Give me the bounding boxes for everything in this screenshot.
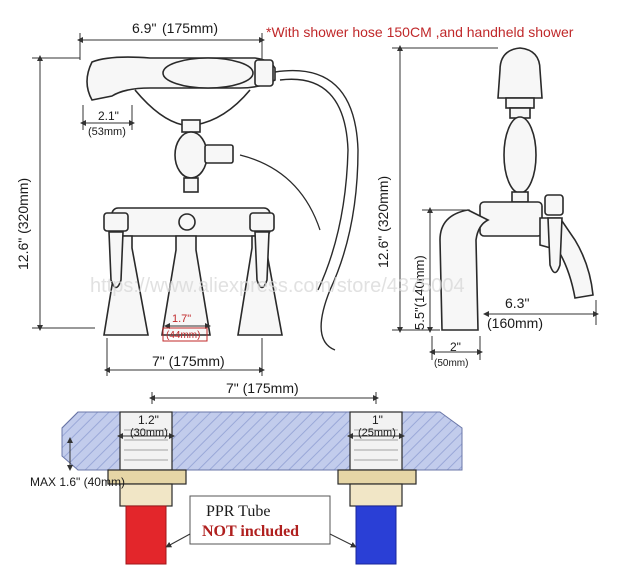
top-width-in: 6.9"	[132, 20, 156, 36]
front-spread-label: 7" (175mm)	[152, 353, 225, 369]
right-leg-in: 1"	[372, 413, 383, 427]
side-dimensions	[392, 45, 599, 360]
base-mm: (50mm)	[434, 358, 468, 369]
spout-height-label: 5.5"(140mm)	[412, 255, 427, 330]
install-section	[61, 411, 463, 565]
install-dimensions	[67, 392, 405, 471]
reach-mm: (160mm)	[487, 315, 543, 331]
left-leg-in: 1.2"	[138, 413, 159, 427]
side-height-label: 12.6" (320mm)	[375, 176, 391, 268]
left-leg-mm: (30mm)	[130, 427, 168, 439]
shower-hose	[274, 70, 359, 351]
reach-in: 6.3"	[505, 295, 529, 311]
side-view	[439, 47, 594, 331]
center-mm: (44mm)	[166, 330, 200, 341]
front-height-label: 12.6" (320mm)	[15, 178, 31, 270]
base-in: 2"	[450, 340, 461, 354]
handset-mm: (53mm)	[88, 126, 126, 138]
top-width-mm: (175mm)	[162, 20, 218, 36]
install-spread-label: 7" (175mm)	[226, 380, 299, 396]
tube-note: NOT included	[202, 523, 299, 540]
handset-in: 2.1"	[98, 109, 119, 123]
store-watermark: https://www.aliexpress.com/store/4375004	[90, 275, 465, 297]
front-view	[86, 56, 321, 336]
front-labels: 6.9" (175mm) 2.1" (53mm) 12.6" (320mm) 1…	[15, 20, 225, 369]
max-thickness-label: MAX 1.6" (40mm)	[30, 475, 125, 489]
center-in: 1.7"	[172, 313, 191, 325]
shower-hose-note: *With shower hose 150CM ,and handheld sh…	[266, 24, 574, 40]
right-leg-mm: (25mm)	[358, 427, 396, 439]
install-labels: 7" (175mm) 1.2" (30mm) 1" (25mm) MAX 1.6…	[30, 380, 396, 540]
tube-title: PPR Tube	[206, 503, 271, 520]
side-labels: 12.6" (320mm) 5.5"(140mm) 6.3" (160mm) 2…	[375, 176, 543, 369]
front-dimensions	[32, 33, 265, 376]
